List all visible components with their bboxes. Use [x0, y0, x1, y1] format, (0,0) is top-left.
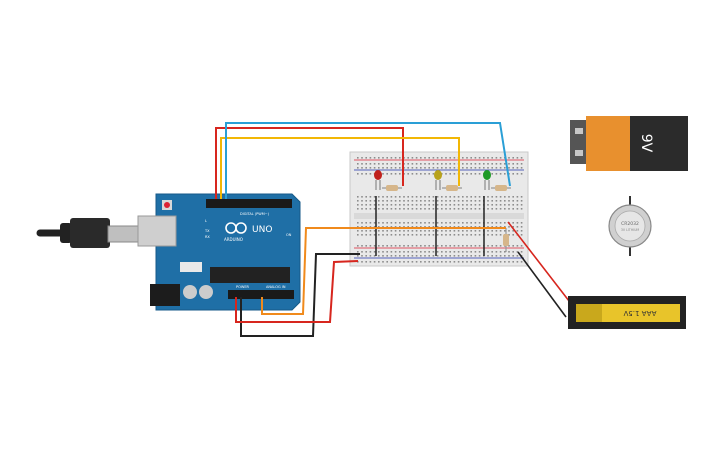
led-l-label: L — [205, 219, 207, 223]
wire-red — [215, 127, 404, 199]
wire-blue — [225, 122, 511, 199]
coin-cell-battery[interactable]: CR2032 3V LITHIUM — [608, 196, 652, 256]
power-header-label: POWER — [236, 285, 250, 289]
usb-cable[interactable] — [36, 218, 141, 248]
digital-header-label: DIGITAL (PWM~) — [240, 212, 270, 216]
led-green[interactable] — [483, 170, 491, 190]
arduino-logo-icon — [225, 222, 247, 234]
coin-cell-label: CR2032 — [621, 221, 639, 227]
rx-label: RX — [205, 235, 210, 239]
on-label: ON — [286, 233, 292, 237]
arduino-board[interactable]: UNO ARDUINO DIGITAL (PWM~) POWER ANALOG … — [137, 193, 301, 311]
resistor-red[interactable] — [382, 185, 402, 191]
battery-9v[interactable]: 9V — [570, 116, 688, 171]
arduino-model: UNO — [252, 225, 272, 235]
wires[interactable] — [215, 122, 577, 337]
battery-9v-label: 9V — [638, 134, 654, 153]
analog-header-label: ANALOG IN — [266, 285, 286, 289]
coin-cell-sublabel: 3V LITHIUM — [621, 228, 640, 232]
resistor-green[interactable] — [491, 185, 511, 191]
breadboard-holes — [357, 157, 523, 263]
arduino-brand: ARDUINO — [224, 237, 243, 242]
wire-black-battery — [517, 251, 567, 318]
resistor-vertical[interactable] — [503, 228, 509, 252]
breadboard[interactable] — [349, 151, 529, 267]
wire-red-5v — [235, 260, 359, 323]
resistor-yellow[interactable] — [442, 185, 462, 191]
wire-yellow — [220, 137, 460, 199]
wire-red-battery — [507, 221, 577, 311]
led-red[interactable] — [374, 170, 382, 190]
led-yellow[interactable] — [434, 170, 442, 190]
aaa-battery-holder[interactable]: AAA 1.5V — [568, 296, 686, 329]
wire-orange — [261, 227, 506, 315]
aaa-battery-label: AAA 1.5V — [623, 309, 656, 317]
tx-label: TX — [204, 229, 210, 233]
